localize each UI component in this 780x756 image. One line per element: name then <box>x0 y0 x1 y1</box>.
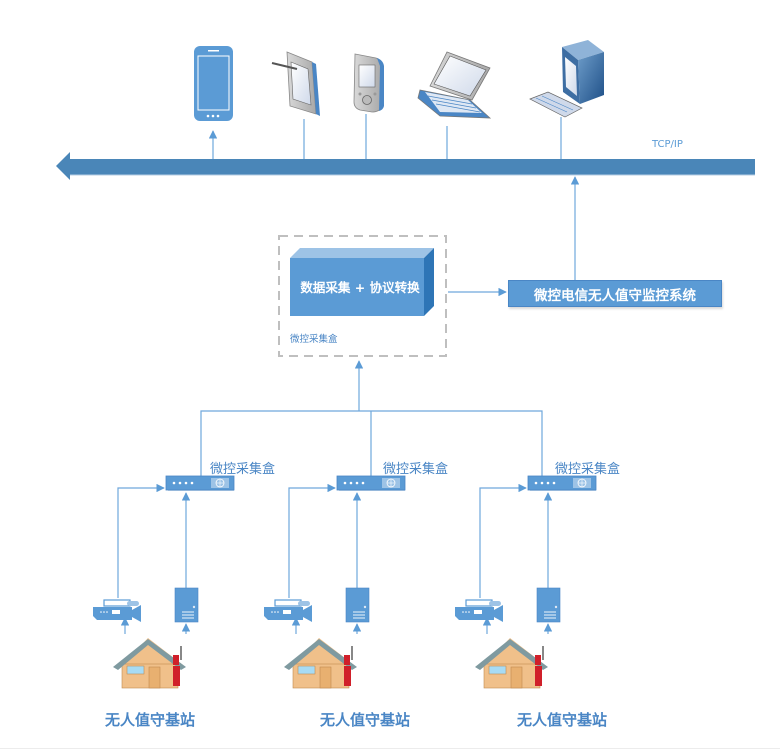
gateway-caption: 微控采集盒 <box>290 334 338 345</box>
laptop-icon <box>417 51 492 119</box>
device-connectors <box>479 483 553 634</box>
site-group <box>93 475 235 689</box>
desktop-icon <box>529 40 604 118</box>
base-station-house-icon <box>475 638 548 689</box>
collection-box-icon <box>336 475 406 491</box>
smartphone-icon <box>194 46 233 121</box>
site-box-label: 微控采集盒 <box>383 462 449 477</box>
device-connectors <box>117 483 191 634</box>
terminal-connectors <box>208 114 580 280</box>
gateway-title: 数据采集 + 协议转换 <box>300 280 420 295</box>
device-connectors <box>288 483 362 634</box>
server-icon <box>174 587 199 623</box>
site-group <box>455 475 597 689</box>
page-bottom-divider <box>0 748 780 749</box>
site-tree-connectors <box>200 360 543 476</box>
server-icon <box>536 587 561 623</box>
tcp-ip-label: TCP/IP <box>652 139 683 150</box>
gateway-container <box>278 235 447 357</box>
site-box-label: 微控采集盒 <box>555 462 621 477</box>
base-station-house-icon <box>113 638 186 689</box>
monitoring-system-box: 微控电信无人值守监控系统 <box>508 280 722 307</box>
monitoring-system-label: 微控电信无人值守监控系统 <box>534 287 696 304</box>
site-box-label: 微控采集盒 <box>210 462 276 477</box>
site-label: 无人值守基站 <box>105 711 196 729</box>
collection-box-icon <box>527 475 597 491</box>
gateway-cube <box>290 248 434 316</box>
video-camera-icon <box>264 599 312 622</box>
tcp-ip-bus <box>56 152 755 180</box>
collection-box-icon <box>165 475 235 491</box>
video-camera-icon <box>93 599 141 622</box>
tablet-icon <box>271 51 320 116</box>
base-station-house-icon <box>284 638 357 689</box>
site-label: 无人值守基站 <box>517 711 608 729</box>
site-label: 无人值守基站 <box>320 711 411 729</box>
server-icon <box>345 587 370 623</box>
video-camera-icon <box>455 599 503 622</box>
site-group <box>264 475 406 689</box>
pda-icon <box>353 53 384 113</box>
